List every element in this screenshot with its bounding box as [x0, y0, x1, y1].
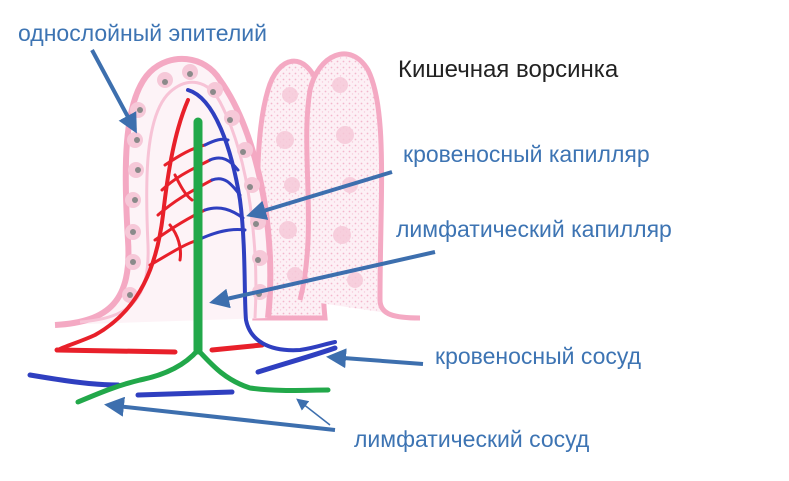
artery-base-right [209, 342, 265, 353]
vein-base-2 [27, 372, 121, 388]
epithelium-inner-line [79, 80, 258, 324]
capillary-red-6 [173, 173, 194, 202]
artery-base [54, 347, 178, 355]
arrow-blood-capillary [246, 170, 393, 220]
lymph-vessel-left [75, 347, 201, 405]
arteriole [56, 98, 190, 352]
arrow-lymph-vessel-right [296, 398, 331, 426]
label-blood-vessel: кровеносный сосуд [435, 343, 642, 369]
label-blood-capillary: кровеносный капилляр [403, 141, 650, 167]
capillary-blue-3 [210, 177, 242, 197]
capillary-red-2 [160, 158, 212, 192]
background-villi [252, 51, 421, 321]
label-lymph-capillary: лимфатический капилляр [396, 216, 672, 242]
diagram-title: Кишечная ворсинка [398, 56, 619, 83]
label-lymph-vessel: лимфатический сосуд [354, 426, 590, 452]
capillary-blue-4 [203, 206, 245, 220]
epithelium-outline [54, 55, 274, 328]
arrow-blood-vessel [326, 348, 424, 369]
villus-back-2 [297, 51, 421, 321]
capillary-red-3 [156, 178, 214, 217]
vein-base-3 [135, 389, 235, 398]
capillary-blue-2 [208, 156, 240, 172]
capillary-red-7 [168, 223, 182, 262]
label-single-layer-epithelium: однослойный эпителий [18, 20, 267, 46]
capillary-blue-1 [203, 137, 230, 147]
pointer-arrows [90, 49, 436, 432]
arrow-epithelium [90, 49, 137, 134]
lymph-vessel-right [195, 347, 331, 393]
arrow-lymph-capillary [209, 250, 436, 309]
lymphatic-system [75, 117, 331, 405]
arrow-lymph-vessel-left [104, 396, 336, 432]
